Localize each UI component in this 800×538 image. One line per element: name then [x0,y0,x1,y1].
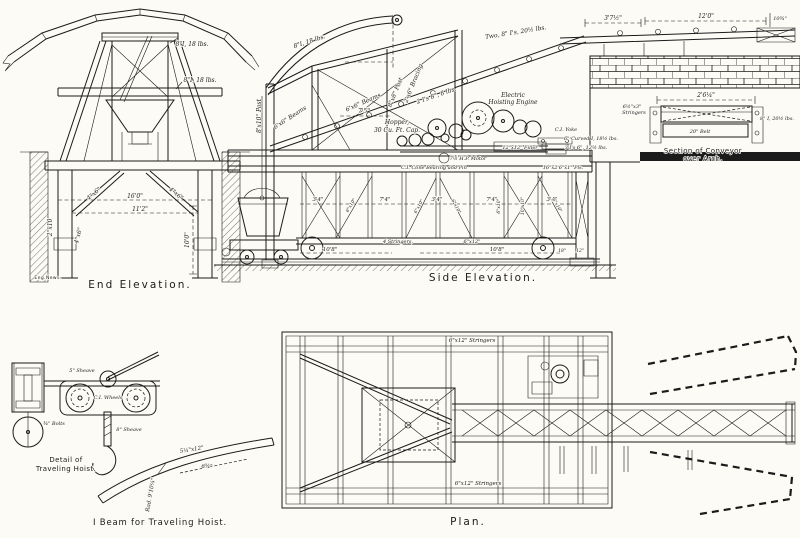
dim-label: 10¾" [773,15,787,22]
dim-label: 6"x12" [464,239,481,245]
dim-label: 2'6¼" [696,92,715,99]
dim-label: C.I. Cone Bearing and Pin [401,165,467,171]
side-elevation-caption: Side Elevation. [429,272,537,284]
dim-label: 8"I, 18 lbs. [175,41,208,48]
section-caption: over Arch. [683,155,723,163]
engine-label: Hoisting Engine [487,99,538,106]
tower-frame [58,33,222,161]
dim-label: 6"x10" [345,197,358,213]
dim-label: 8" Sheave [116,427,141,433]
dim-label: 6'x6" Beams [272,105,307,131]
top-conveyor [560,13,795,56]
end-elevation-caption: End Elevation. [88,279,191,291]
side-elevation-view: 8'x10" Post 8"I, 18 lbs. 6'x6" Beams 6'x… [214,12,800,285]
dim-label: 7'5" [358,108,370,115]
yoke-assembly [538,138,572,154]
dim-label: 6"x10" [450,198,462,214]
dim-label: 5" Sheave [69,368,94,374]
hopper-label: Hopper, [384,119,409,126]
dim-label: 2"x10" [47,216,54,238]
dim-label: 3'4" [312,197,323,203]
dim-label: 4 Stringers, [382,239,414,245]
dim-label: 6"x12" Stringers [449,338,496,344]
belt-label: 20" Belt [689,129,711,135]
deck-girders [228,150,592,172]
dim-label: 11'2" [132,206,148,213]
swing-range-dashed-lines [648,336,796,514]
dim-label: Stringers [622,110,646,116]
dim-label: 12"x12" Filler [502,145,538,151]
dim-label: C.I. Wheels [94,395,123,401]
dim-label: 6"x12" Stringers [455,481,502,487]
hoisting-engine [397,102,548,163]
dim-label: 2 I's 8", 8 lbs. [415,85,458,106]
hook [93,446,116,475]
dim-label: 7'4" [379,197,390,203]
dim-label: 3'4" [431,197,442,203]
section-caption: Section of Conveyor [664,147,742,155]
dim-label: 6½"x3" [623,103,642,110]
end-elevation-dimensions [58,38,212,274]
dim-label: C.I. Yoke [555,127,577,133]
ibeam-caption: I Beam for Traveling Hoist. [93,518,227,528]
dim-label: 12" [576,248,584,254]
dim-label: 6¾" [201,463,212,470]
dim-label: 8"I, 18 lbs. [183,77,216,84]
dim-label: 4"x6" [73,226,84,245]
dim-label: 18" [558,248,566,254]
dim-label: 8"I, 18 lbs. [293,33,327,50]
hopper [106,100,174,161]
dim-label: ¾" Bolts [43,420,65,427]
dim-label: 8" I, 20½ lbs. [760,115,794,122]
roof-arch [3,9,259,71]
plan-engine [528,356,598,398]
hoist-caption: Traveling Hoist. [35,465,96,473]
dim-label: 7½ H.P. Motor [450,155,487,162]
dim-label: 3'4" [546,197,557,203]
dim-label: 6"x10" [550,197,563,213]
dim-label: 8"x8" Post [386,76,404,108]
under-truss [296,172,576,253]
incline-conveyor [270,36,586,152]
dim-label: 16"x2'6"x1" Pls. [543,165,584,171]
dim-label: 8'x10" Post [256,98,263,133]
hoist-tower [268,30,462,150]
conveyor-section-detail [650,96,763,143]
hoist-detail-view: 5" Sheave C.I. Wheels ¾" Bolts 8" Sheave… [12,352,274,529]
deck-and-legs [45,161,240,278]
dim-label: 12'0" [698,13,714,20]
engine-label: Electric [500,92,525,99]
hopper-label: 30 Cu. Ft. Cap. [374,127,420,134]
plan-hopper [362,388,455,462]
dim-label: Two, 8" I's, 20½ lbs. [485,24,547,41]
dim-label: 3 I's 6", 12½ lbs. [565,144,608,151]
hoist-caption: Detail of [49,456,82,464]
dim-label: 10'0" [184,232,191,248]
dim-label: Rad. 9'10¼" [144,477,157,513]
foundation-pits [20,152,250,282]
end-elevation-view: 8"I, 18 lbs. 8"I, 18 lbs. 4"x6" 4"x6" 2"… [3,9,259,292]
dim-label: 7'4" [486,197,497,203]
hoist-front-view [12,363,44,447]
dim-label: 6" Curved I, 18½ lbs. [564,135,618,142]
dim-label: 10'8" [490,247,505,253]
plan-view: 6"x12" Stringers 6"x12" Stringers Plan. [282,332,796,529]
carriage-wheels [214,237,616,271]
hoist-side-view [44,352,160,475]
plan-caption: Plan. [450,516,486,528]
dim-label: 10'8" [323,247,338,253]
credit-note: Eng.News. [34,275,61,281]
right-support-column [570,162,616,278]
curved-ibeam-track [98,438,274,503]
lattice-conveyor [452,402,795,444]
dim-label: 16'0" [127,193,143,200]
dim-label: 6"x10" [496,198,502,213]
bucket-car [222,96,298,264]
brick-wall [590,56,800,162]
dim-label: 6"x10" [413,198,425,214]
dim-label: 3'7½" [604,15,622,22]
dim-label: 5¼"x12" [179,444,204,455]
dim-label: 10"x10" [520,197,526,215]
